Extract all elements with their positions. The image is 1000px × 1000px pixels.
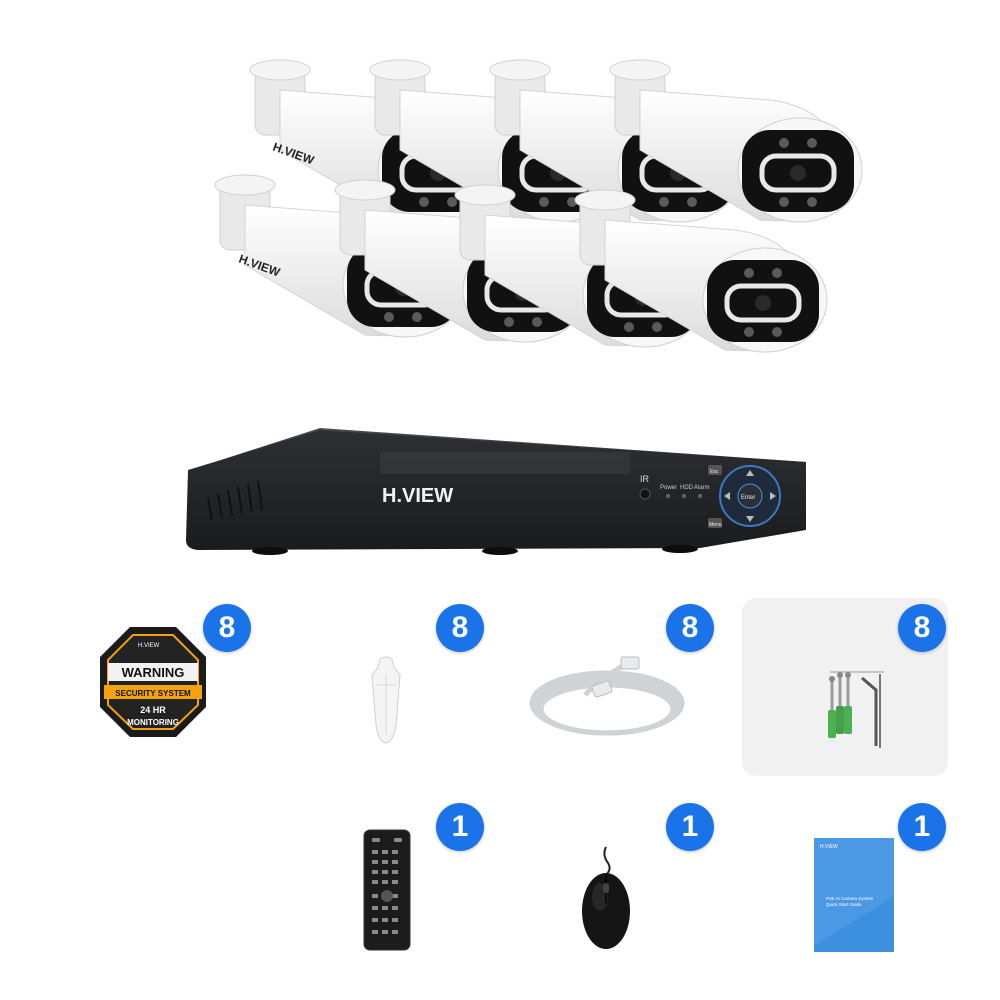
quick-start-guide-image: H.VIEW PoE AI Camera System Quick Start … xyxy=(814,838,894,952)
sticker-warning: WARNING xyxy=(122,665,185,680)
nvr-recorder: H.VIEW IR Power HDD Alarm Esc Menu Enter xyxy=(186,428,806,555)
nvr-enter-label: Enter xyxy=(741,495,755,501)
remote-control-image xyxy=(363,829,411,951)
guide-brand: H.VIEW xyxy=(820,844,838,850)
remote-control-count-badge: 1 xyxy=(436,803,484,851)
sticker-brand: H.VIEW xyxy=(138,643,160,649)
nvr-power-label: Power xyxy=(660,485,677,491)
sticker-security-system: SECURITY SYSTEM xyxy=(115,689,191,698)
sticker-line3: 24 HR xyxy=(140,705,166,715)
sticker-line4: MONITORING xyxy=(127,718,179,727)
usb-mouse-image xyxy=(582,846,630,949)
screw-pack-image xyxy=(828,671,884,748)
usb-mouse-count-badge: 1 xyxy=(666,803,714,851)
product-hero: H.VIEW H.VIEW H.VIEW IR Power HDD Alarm xyxy=(186,0,1000,555)
screw-pack-count-badge: 8 xyxy=(898,604,946,652)
nvr-alarm-label: Alarm xyxy=(694,485,710,491)
nvr-menu-label: Menu xyxy=(709,522,722,528)
ethernet-cable-count-badge: 8 xyxy=(666,604,714,652)
warning-sticker-count-badge: 8 xyxy=(203,604,251,652)
ethernet-cable-image xyxy=(529,656,685,736)
nvr-hdd-label: HDD xyxy=(680,485,694,491)
guide-title-line1: PoE AI Camera System xyxy=(826,896,874,901)
nvr-ir-label: IR xyxy=(640,474,650,484)
quick-start-guide-count-badge: 1 xyxy=(898,803,946,851)
guide-title-line2: Quick Start Guide xyxy=(826,902,862,907)
wall-anchor-image xyxy=(371,656,401,744)
wall-anchor-count-badge: 8 xyxy=(436,604,484,652)
warning-sticker-image: H.VIEW WARNING SECURITY SYSTEM 24 HR MON… xyxy=(100,627,206,737)
nvr-brand: H.VIEW xyxy=(382,485,453,507)
nvr-esc-label: Esc xyxy=(710,469,719,475)
